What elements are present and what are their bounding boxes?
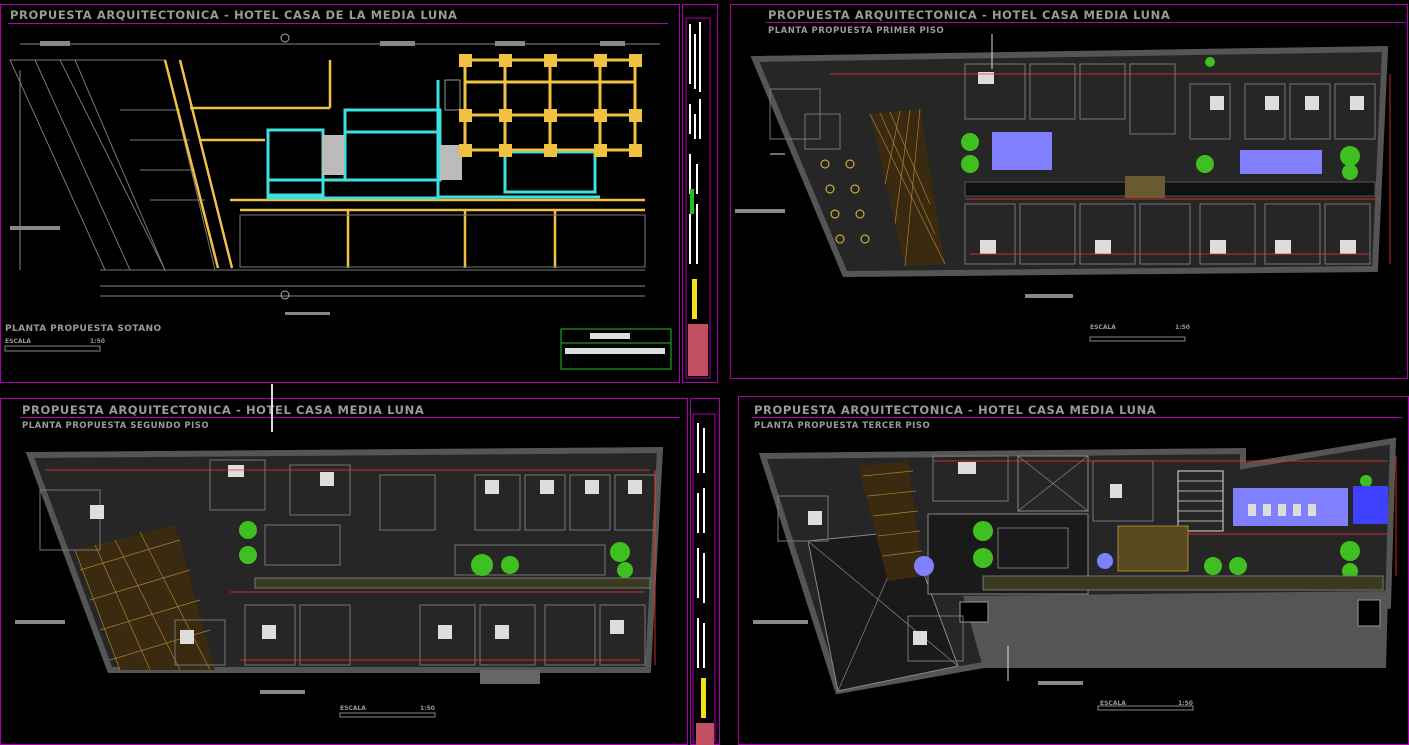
- title-underline: [752, 417, 1402, 418]
- title-underline: [20, 417, 680, 418]
- scale-value: 1:50: [1175, 324, 1190, 331]
- sheet-title: PROPUESTA ARQUITECTONICA - HOTEL CASA ME…: [22, 403, 425, 417]
- basement-floor-plan: [4, 33, 672, 370]
- sheet-primer-piso: [730, 4, 1408, 379]
- scale-value: 1:50: [1178, 700, 1193, 707]
- scale-value: 1:50: [90, 338, 105, 345]
- title-underline: [8, 23, 668, 24]
- scale-value: 1:50: [420, 705, 435, 712]
- sheet-sotano: [0, 4, 680, 383]
- scale-label: ESCALA: [340, 705, 366, 712]
- title-block-details: [692, 413, 716, 745]
- plan-name: PLANTA PROPUESTA SOTANO: [5, 324, 162, 334]
- title-underline: [766, 22, 1406, 23]
- first-floor-plan: [735, 34, 1391, 342]
- third-floor-plan: [753, 437, 1397, 711]
- title-block-strip: [682, 4, 718, 383]
- sheet-title: PROPUESTA ARQUITECTONICA - HOTEL CASA ME…: [754, 403, 1157, 417]
- plan-name: PLANTA PROPUESTA PRIMER PISO: [768, 26, 945, 36]
- scale-label: ESCALA: [1100, 700, 1126, 707]
- scale-label: ESCALA: [5, 338, 31, 345]
- plan-name: PLANTA PROPUESTA SEGUNDO PISO: [22, 421, 210, 431]
- plan-name: PLANTA PROPUESTA TERCER PISO: [754, 421, 931, 431]
- title-block-details: [685, 17, 711, 379]
- sheet-title: PROPUESTA ARQUITECTONICA - HOTEL CASA DE…: [10, 8, 458, 22]
- scale-label: ESCALA: [1090, 324, 1116, 331]
- second-floor-plan: [15, 384, 664, 718]
- sheet-title: PROPUESTA ARQUITECTONICA - HOTEL CASA ME…: [768, 8, 1171, 22]
